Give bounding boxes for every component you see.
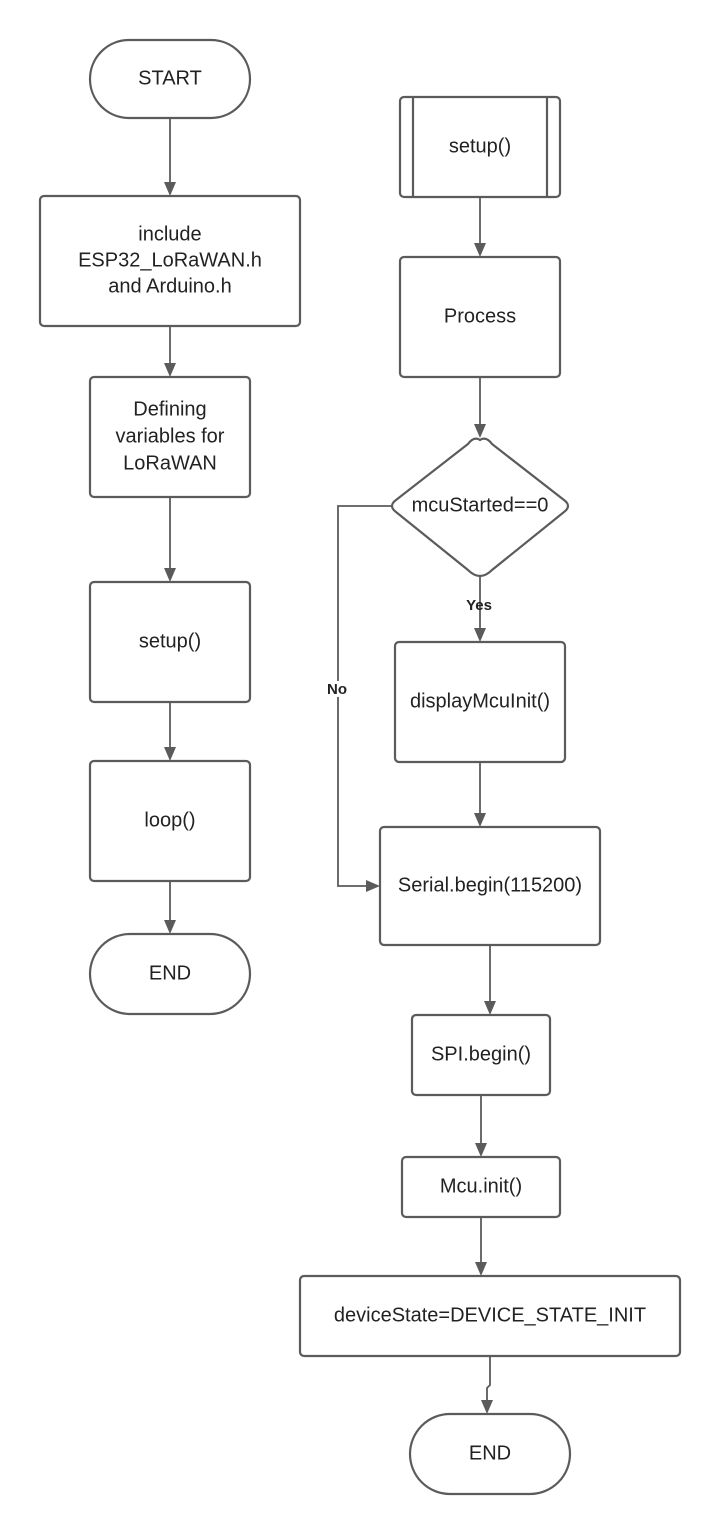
spi-begin-box: SPI.begin() — [410, 1013, 552, 1097]
edge-display-serial — [474, 762, 486, 827]
end-label-right: END — [469, 1442, 511, 1464]
edge-setup-process — [474, 197, 486, 257]
device-state-box: deviceState=DEVICE_STATE_INIT — [298, 1274, 682, 1358]
start-label: START — [138, 67, 202, 89]
setup-subroutine-label: setup() — [449, 135, 511, 157]
serial-begin-label: Serial.begin(115200) — [398, 874, 582, 896]
no-label: No — [327, 681, 347, 698]
end-terminal-right: END — [408, 1412, 572, 1496]
edge-start-include — [164, 118, 176, 196]
edge-decision-yes — [474, 576, 486, 642]
left-flow: START include ESP32_LoRaWAN.h and Arduin… — [38, 38, 302, 1016]
yes-label: Yes — [466, 597, 492, 614]
serial-begin-box: Serial.begin(115200) — [378, 825, 602, 947]
start-terminal: START — [88, 38, 252, 120]
define-line-3: LoRaWAN — [123, 452, 217, 474]
edge-include-define — [164, 326, 176, 377]
setup-subroutine: setup() — [398, 95, 562, 199]
include-line-1: include — [138, 223, 201, 245]
define-process: Defining variables for LoRaWAN — [88, 375, 252, 499]
right-flow: setup() Process mcuStarted==0 Yes — [298, 95, 682, 1496]
edge-mcu-device — [475, 1217, 487, 1276]
setup-process-left: setup() — [88, 580, 252, 704]
edge-define-setup — [164, 497, 176, 582]
define-line-2: variables for — [116, 425, 225, 447]
decision-diamond: mcuStarted==0 — [390, 437, 570, 578]
edge-decision-no — [337, 505, 392, 892]
process-label: Process — [444, 305, 516, 327]
include-process: include ESP32_LoRaWAN.h and Arduino.h — [38, 194, 302, 328]
edge-setup-loop — [164, 702, 176, 761]
setup-label-left: setup() — [139, 630, 201, 652]
edge-spi-mcu — [475, 1095, 487, 1157]
edge-serial-spi — [484, 945, 496, 1015]
process-box: Process — [398, 255, 562, 379]
edge-device-end — [481, 1356, 493, 1414]
loop-label: loop() — [144, 809, 195, 831]
edge-loop-end — [164, 881, 176, 934]
mcu-init-label: Mcu.init() — [440, 1175, 522, 1197]
end-terminal-left: END — [88, 932, 252, 1016]
device-state-label: deviceState=DEVICE_STATE_INIT — [334, 1304, 646, 1326]
spi-begin-label: SPI.begin() — [431, 1043, 531, 1065]
define-line-1: Defining — [133, 398, 206, 420]
mcu-init-box: Mcu.init() — [400, 1155, 562, 1219]
display-mcu-init-box: displayMcuInit() — [393, 640, 567, 764]
loop-process: loop() — [88, 759, 252, 883]
edge-process-decision — [474, 377, 486, 438]
include-line-3: and Arduino.h — [108, 275, 231, 297]
end-label-left: END — [149, 962, 191, 984]
display-mcu-init-label: displayMcuInit() — [410, 690, 550, 712]
include-line-2: ESP32_LoRaWAN.h — [78, 249, 262, 271]
decision-label: mcuStarted==0 — [412, 494, 549, 516]
